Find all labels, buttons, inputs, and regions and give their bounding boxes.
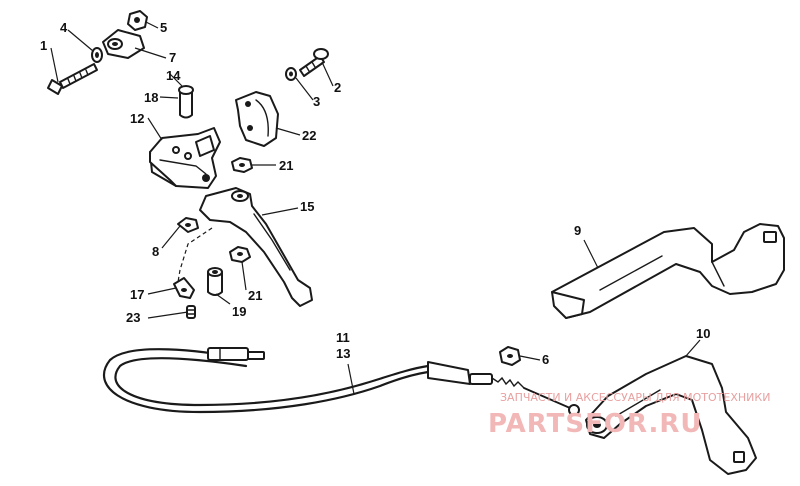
callout-11: 11 bbox=[336, 330, 350, 345]
callout-7: 7 bbox=[169, 50, 176, 65]
part-21-nut-lower bbox=[229, 246, 251, 263]
part-23-screw bbox=[186, 305, 196, 319]
part-21-nut-upper bbox=[231, 157, 253, 173]
callout-22: 22 bbox=[302, 128, 316, 143]
watermark-brand: PARTSFOR.RU bbox=[488, 409, 702, 439]
part-3-washer bbox=[285, 67, 297, 81]
callout-18: 18 bbox=[144, 90, 158, 105]
callout-1: 1 bbox=[40, 38, 47, 53]
callout-23: 23 bbox=[126, 310, 140, 325]
part-15-lever bbox=[199, 187, 313, 307]
watermark: ЗАПЧАСТИ И АКСЕССУАРЫ ДЛЯ МОТОТЕХНИКИ PA… bbox=[488, 391, 770, 439]
part-11-13-cable bbox=[103, 347, 580, 416]
callout-19: 19 bbox=[232, 304, 246, 319]
part-5-nut bbox=[127, 10, 148, 31]
part-1-bolt bbox=[47, 63, 98, 95]
callout-21-upper: 21 bbox=[279, 158, 293, 173]
callout-6: 6 bbox=[542, 352, 549, 367]
part-6-nut bbox=[499, 346, 521, 366]
watermark-tagline: ЗАПЧАСТИ И АКСЕССУАРЫ ДЛЯ МОТОТЕХНИКИ bbox=[500, 391, 770, 404]
part-9-arm bbox=[551, 223, 785, 319]
callout-17: 17 bbox=[130, 287, 144, 302]
part-8-circlip bbox=[177, 217, 199, 233]
part-22-clamp bbox=[235, 91, 279, 147]
part-17-plate bbox=[173, 277, 195, 299]
part-10-arm bbox=[585, 355, 757, 475]
callout-12: 12 bbox=[130, 111, 144, 126]
callouts: 1 4 5 7 14 18 12 2 3 22 21 15 8 17 21 19… bbox=[40, 20, 710, 367]
callout-14: 14 bbox=[166, 68, 181, 83]
assembly-line bbox=[177, 227, 213, 283]
callout-3: 3 bbox=[313, 94, 320, 109]
callout-21-lower: 21 bbox=[248, 288, 262, 303]
part-14-pin bbox=[178, 85, 194, 119]
callout-5: 5 bbox=[160, 20, 167, 35]
part-19-sleeve bbox=[207, 267, 223, 296]
part-7-clamp bbox=[102, 29, 145, 59]
part-4-washer bbox=[91, 47, 103, 63]
callout-10: 10 bbox=[696, 326, 710, 341]
part-2-screw bbox=[299, 48, 329, 77]
part-12-housing bbox=[149, 127, 221, 189]
callout-2: 2 bbox=[334, 80, 341, 95]
callout-15: 15 bbox=[300, 199, 314, 214]
callout-8: 8 bbox=[152, 244, 159, 259]
callout-4: 4 bbox=[60, 20, 68, 35]
callout-13: 13 bbox=[336, 346, 350, 361]
leader-lines bbox=[50, 21, 701, 395]
callout-9: 9 bbox=[574, 223, 581, 238]
